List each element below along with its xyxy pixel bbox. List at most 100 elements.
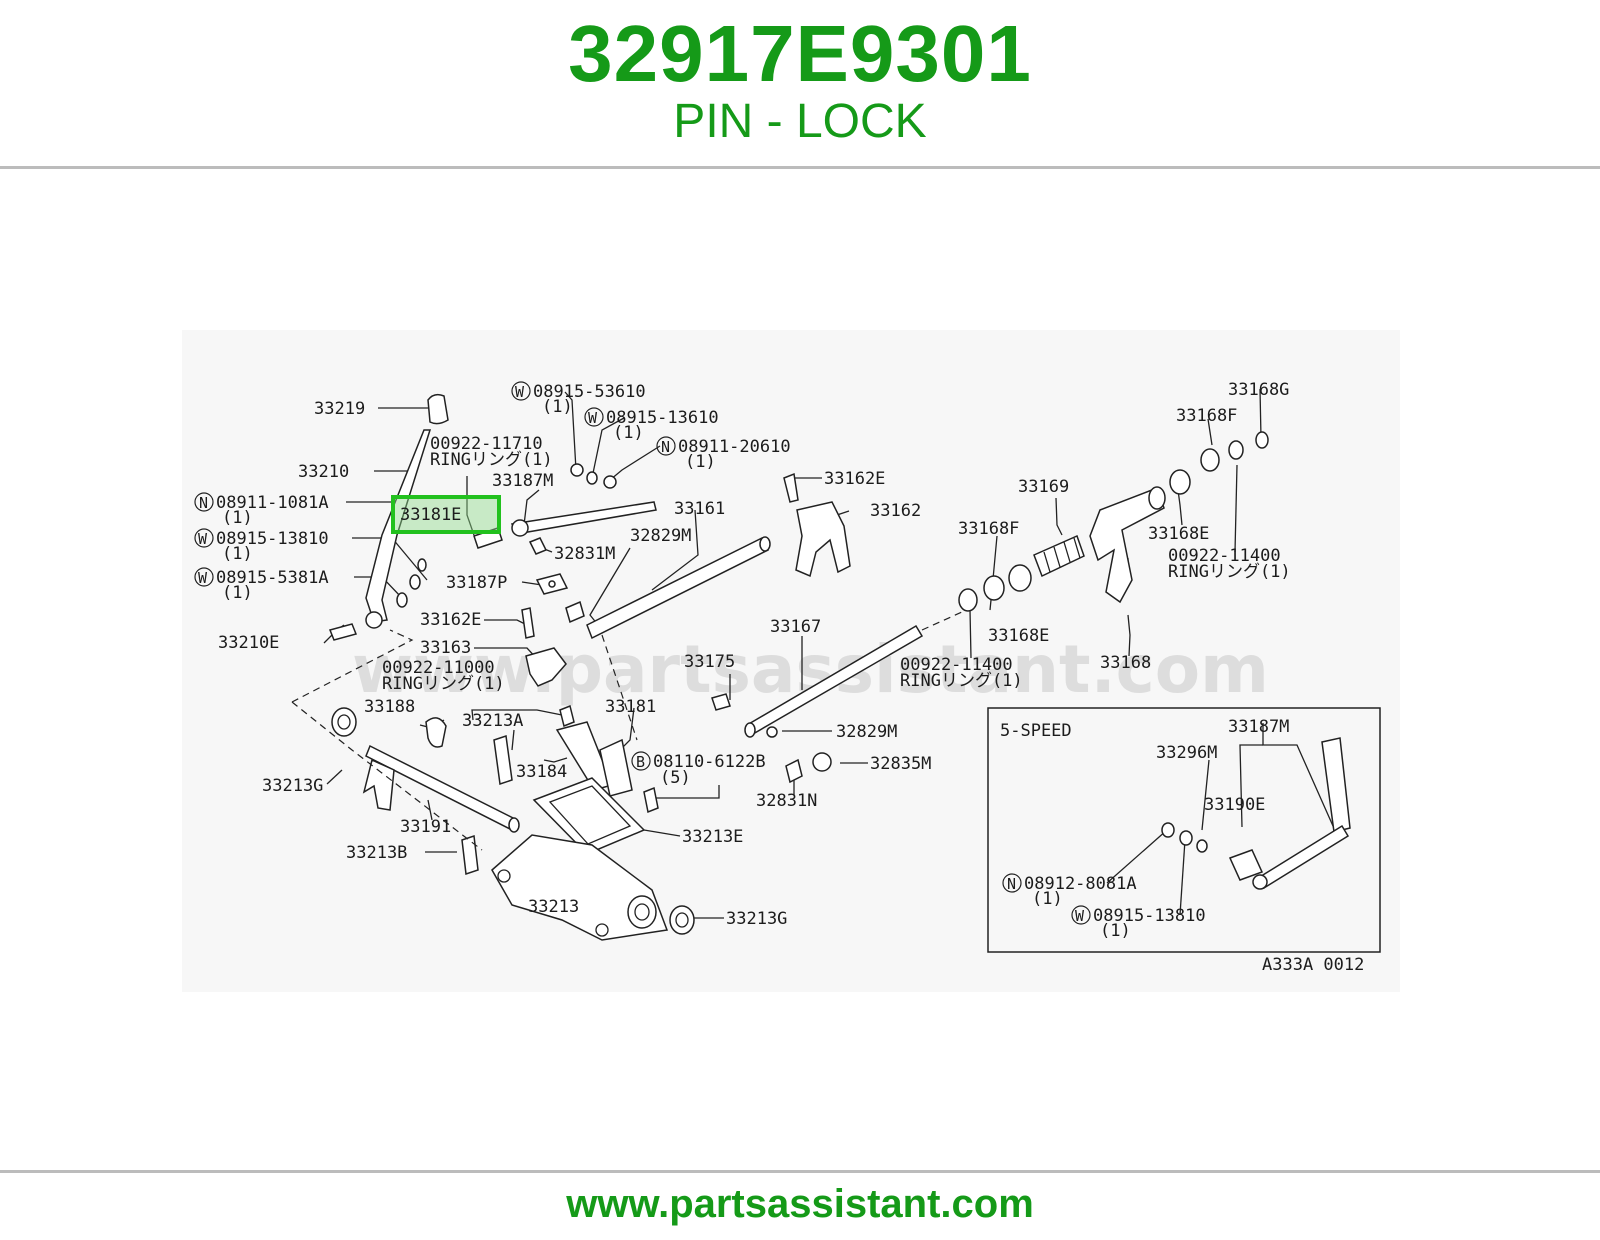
label-33162e-a: 33162E (824, 469, 885, 489)
striking-rod-33181 (599, 738, 633, 797)
inset-title: 5-SPEED (1000, 721, 1072, 741)
small-nuts-top (570, 463, 617, 489)
inset-arm-33187m (1252, 737, 1351, 890)
header-divider (0, 166, 1600, 169)
label-33168e-b: 33168E (988, 626, 1049, 646)
part-labels: 33219 08915-53610 (1) 08915-13610 (1) 08… (216, 380, 1364, 975)
label-32831m: 32831M (554, 544, 615, 564)
label-08110-6122b: 08110-6122B (653, 752, 766, 772)
bracket-33187p (535, 573, 569, 595)
inset-label-qty-1b: (1) (1100, 921, 1131, 941)
label-33162: 33162 (870, 501, 921, 521)
label-33213g-a: 33213G (262, 776, 323, 796)
svg-text:W: W (588, 409, 598, 427)
dashed-alignment-line-d (601, 634, 638, 741)
label-ring-3: RINGリング(1) (382, 674, 505, 694)
label-33191: 33191 (400, 817, 451, 837)
ball-32829m (766, 726, 778, 738)
label-00922-11400-a: 00922-11400 (1168, 546, 1281, 566)
label-33219: 33219 (314, 399, 365, 419)
part-name-subtitle: PIN - LOCK (673, 95, 927, 148)
lever-pin-33210e (328, 623, 358, 641)
bushing-33213g-right (669, 905, 695, 935)
label-33163: 33163 (420, 638, 471, 658)
diagram-background (182, 330, 1400, 992)
shift-knob-33219 (427, 393, 449, 425)
label-00922-11710: 00922-11710 (430, 434, 543, 454)
label-32829m-a: 32829M (630, 526, 691, 546)
svg-text:W: W (515, 383, 525, 401)
label-qty-1b: (1) (613, 423, 644, 443)
label-qty-5: (5) (660, 768, 691, 788)
label-33168g: 33168G (1228, 380, 1289, 400)
svg-text:W: W (1075, 907, 1085, 925)
label-33213: 33213 (528, 897, 579, 917)
label-qty-1c: (1) (685, 452, 716, 472)
label-33210: 33210 (298, 462, 349, 482)
spring-33169 (1033, 534, 1085, 578)
housing-33213 (491, 834, 669, 941)
highlight-box (391, 495, 501, 534)
selector-33163 (521, 607, 567, 687)
svg-text:B: B (636, 753, 645, 771)
label-33187m: 33187M (492, 471, 553, 491)
label-33168e-a: 33168E (1148, 524, 1209, 544)
label-08915-5381a: 08915-5381A (216, 568, 329, 588)
parts-diagram: www.partsassistant.com (182, 330, 1400, 992)
label-32829m-b: 32829M (836, 722, 897, 742)
label-00922-11000: 00922-11000 (382, 658, 495, 678)
shift-fork-33168 (1089, 486, 1166, 604)
footer-divider (0, 1170, 1600, 1173)
washers-left (396, 558, 427, 608)
shaft-33167 (744, 624, 924, 738)
symbol-circles: W W N N W W B N W (194, 381, 1091, 925)
diagram-code: A333A 0012 (1262, 955, 1364, 975)
inset-label-08915-13810: 08915-13810 (1093, 906, 1206, 926)
shaft-33191 (362, 744, 520, 833)
shift-rod-33161 (586, 536, 771, 640)
svg-text:W: W (198, 569, 208, 587)
label-08915-13610: 08915-13610 (606, 408, 719, 428)
label-00922-11400-b: 00922-11400 (900, 655, 1013, 675)
bolt-08110 (643, 786, 659, 814)
plug-32835m (812, 752, 832, 772)
part-number-title: 32917E9301 (568, 9, 1032, 98)
lever-33184 (555, 704, 614, 791)
svg-text:N: N (661, 438, 670, 456)
label-33210e: 33210E (218, 633, 279, 653)
inset-label-33296m: 33296M (1156, 743, 1217, 763)
label-qty-1f: (1) (222, 583, 253, 603)
label-08915-53610: 08915-53610 (533, 382, 646, 402)
label-33187p: 33187P (446, 573, 507, 593)
dashed-alignment-line-a (291, 629, 414, 703)
label-33213a: 33213A (462, 711, 523, 731)
label-08915-13810: 08915-13810 (216, 529, 329, 549)
label-33213b: 33213B (346, 843, 407, 863)
label-33168: 33168 (1100, 653, 1151, 673)
inset-label-qty-1a: (1) (1032, 889, 1063, 909)
clip-33188 (425, 717, 447, 748)
label-33168f-b: 33168F (1176, 406, 1237, 426)
inset-label-33187m: 33187M (1228, 717, 1289, 737)
page-header: 32917E9301 PIN - LOCK (0, 0, 1600, 166)
dashed-alignment-line-b (291, 701, 483, 851)
control-arm-33187m (510, 501, 657, 537)
label-33181: 33181 (605, 697, 656, 717)
label-33168f-a: 33168F (958, 519, 1019, 539)
label-ring-1: RINGリング(1) (430, 450, 553, 470)
label-33213e: 33213E (682, 827, 743, 847)
inset-washers (1161, 822, 1208, 853)
label-33169: 33169 (1018, 477, 1069, 497)
label-08911-1081a: 08911-1081A (216, 493, 329, 513)
label-ring-4: RINGリング(1) (900, 671, 1023, 691)
label-33184: 33184 (516, 762, 567, 782)
inset-label-33190e: 33190E (1204, 795, 1265, 815)
label-33181e-highlighted: 33181E (400, 505, 461, 525)
svg-text:N: N (199, 494, 208, 512)
label-32831n: 32831N (756, 791, 817, 811)
label-33162e-b: 33162E (420, 610, 481, 630)
label-33167: 33167 (770, 617, 821, 637)
label-ring-2: RINGリング(1) (1168, 562, 1291, 582)
label-33161: 33161 (674, 499, 725, 519)
footer-website-link[interactable]: www.partsassistant.com (566, 1182, 1034, 1226)
